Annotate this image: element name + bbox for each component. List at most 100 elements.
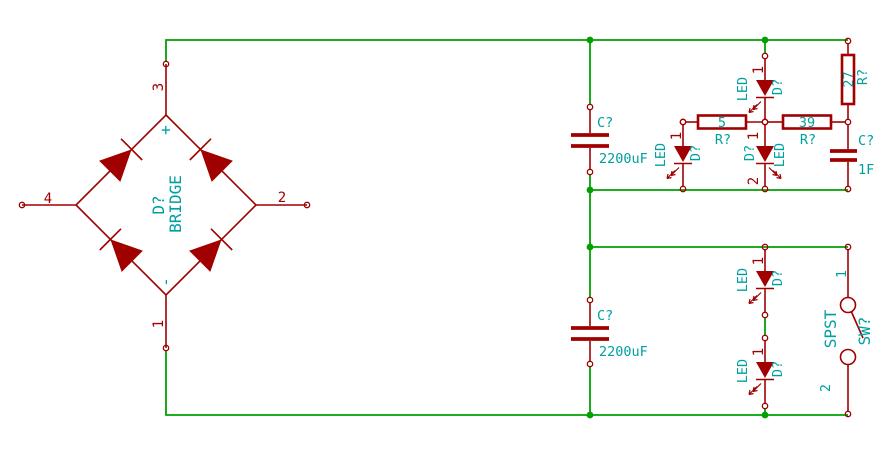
capacitor-c1-pin2-circle (586, 168, 594, 176)
led-4-emission-arrows-icon (748, 292, 762, 305)
led-5-name: D? (770, 361, 786, 377)
capacitor-c2-value: 2200uF (599, 344, 648, 360)
bridge-diode-tl-bar (120, 138, 143, 161)
led-2[interactable]: 1 LED D? (735, 52, 786, 119)
bridge-diode-tl-icon (99, 149, 132, 182)
led-1-emission-arrows-icon (666, 167, 680, 180)
led-3-emission-arrows-icon (768, 167, 782, 180)
switch-value: SPST (821, 309, 840, 348)
capacitor-c1-pin1-circle (586, 103, 594, 111)
capacitor-c2-name: C? (597, 308, 613, 324)
capacitor-c1-name: C? (597, 115, 613, 131)
bridge-name: D? (149, 195, 168, 214)
bridge-diode-br-icon (189, 239, 222, 272)
bridge-diode-bl-icon (110, 239, 143, 272)
capacitor-c3-name: C? (858, 133, 874, 149)
led-4-pin1-label: 1 (751, 257, 767, 265)
resistor-r2[interactable]: 39 R? (767, 114, 852, 148)
led-5-emission-arrows-icon (748, 383, 762, 396)
bridge-plus-label: + (156, 125, 175, 135)
switch-contact-bottom (839, 348, 857, 366)
led-5[interactable]: 1 LED D? (735, 334, 786, 410)
bridge-diode-tr-bar (189, 138, 212, 161)
switch-spst[interactable]: 1 2 SPST SW? (818, 243, 874, 418)
resistor-r2-value: 39 (799, 115, 815, 131)
resistor-r3-pin1-circle (844, 37, 852, 45)
switch-pin1-label: 1 (834, 270, 850, 278)
led-1-pin1-label: 1 (669, 132, 685, 140)
led-2-label: LED (735, 77, 751, 101)
led-2-emission-arrows-icon (748, 101, 762, 114)
led-4-pin2-circle (761, 311, 769, 319)
bridge-pin3-circle (162, 60, 170, 68)
switch-name: SW? (855, 317, 874, 346)
switch-pin2-circle (844, 410, 852, 418)
led-5-label: LED (735, 359, 751, 383)
junction-dots (586, 36, 769, 419)
led-1-diode-icon (674, 146, 692, 162)
junction-dot (761, 411, 769, 419)
junction-dot (586, 243, 594, 251)
led-3-pin2-circle (761, 185, 769, 193)
bridge-diode-tr-icon (200, 149, 233, 182)
led-4-pin1-circle (761, 243, 769, 251)
led-4[interactable]: 1 LED D? (735, 243, 786, 319)
switch-contact-top (839, 296, 857, 314)
led-1-pin2-circle (679, 185, 687, 193)
switch-pin1-circle (844, 243, 852, 251)
resistor-r3-body (840, 53, 856, 106)
capacitor-c2-pin2-circle (586, 360, 594, 368)
led-1-name: D? (688, 145, 704, 161)
switch-pin2-label: 2 (818, 384, 834, 392)
led-5-pin1-label: 1 (751, 348, 767, 356)
led-3-name: D? (742, 145, 758, 161)
led-1-label: LED (653, 143, 669, 167)
capacitor-c2-pin1-circle (586, 296, 594, 304)
bridge-minus-label: - (156, 277, 175, 287)
led-2-name: D? (770, 79, 786, 95)
led-3-label: LED (772, 143, 788, 167)
led-1-pin1-circle (679, 118, 687, 126)
resistor-r3-value: 27 (841, 71, 857, 87)
led-3-pin1-circle (761, 118, 769, 126)
resistor-r2-body (781, 114, 833, 130)
bridge-rectifier[interactable]: 3 1 4 2 + - D? BRIDGE (18, 60, 311, 352)
bridge-pin1-circle (162, 344, 170, 352)
led-4-name: D? (770, 270, 786, 286)
led-1[interactable]: 1 LED D? (653, 118, 704, 193)
capacitor-c1[interactable]: C? 2200uF (571, 103, 648, 176)
net-wires[interactable] (165, 39, 848, 416)
resistor-r3-name: R? (855, 69, 871, 85)
wire-top-rail[interactable] (165, 39, 848, 61)
junction-dot (586, 36, 594, 44)
resistor-r1-value: 5 (718, 115, 726, 131)
resistor-r1-name: R? (715, 132, 731, 148)
bridge-pin2-label: 2 (278, 190, 286, 206)
resistor-r2-pin2-circle (844, 118, 852, 126)
led-2-pin1-label: 1 (751, 66, 767, 74)
led-4-label: LED (735, 268, 751, 292)
led-2-diode-icon (756, 80, 774, 96)
led-3[interactable]: 1 2 D? LED (742, 118, 788, 193)
led-4-diode-icon (756, 271, 774, 287)
capacitor-c3[interactable]: C? 1F (830, 124, 874, 193)
bridge-pin4-circle (18, 201, 26, 209)
capacitor-c3-value: 1F (858, 162, 874, 178)
bridge-pin4-label: 4 (44, 191, 52, 207)
bridge-diode-br-bar (210, 228, 233, 251)
bridge-pin2-circle (303, 201, 311, 209)
wire-bottom-rail[interactable] (165, 351, 848, 416)
resistor-r1[interactable]: 5 R? (679, 114, 769, 148)
led-3-diode-icon (756, 146, 774, 162)
resistor-r3[interactable]: 27 R? (840, 37, 871, 120)
bridge-pin1-label: 1 (151, 320, 167, 328)
led-5-diode-icon (756, 362, 774, 378)
junction-dot (586, 411, 594, 419)
led-5-pin2-circle (761, 402, 769, 410)
led-3-pin1-label: 1 (746, 132, 762, 140)
led-5-pin1-circle (761, 334, 769, 342)
capacitor-c2[interactable]: C? 2200uF (571, 296, 648, 368)
resistor-r2-name: R? (800, 132, 816, 148)
